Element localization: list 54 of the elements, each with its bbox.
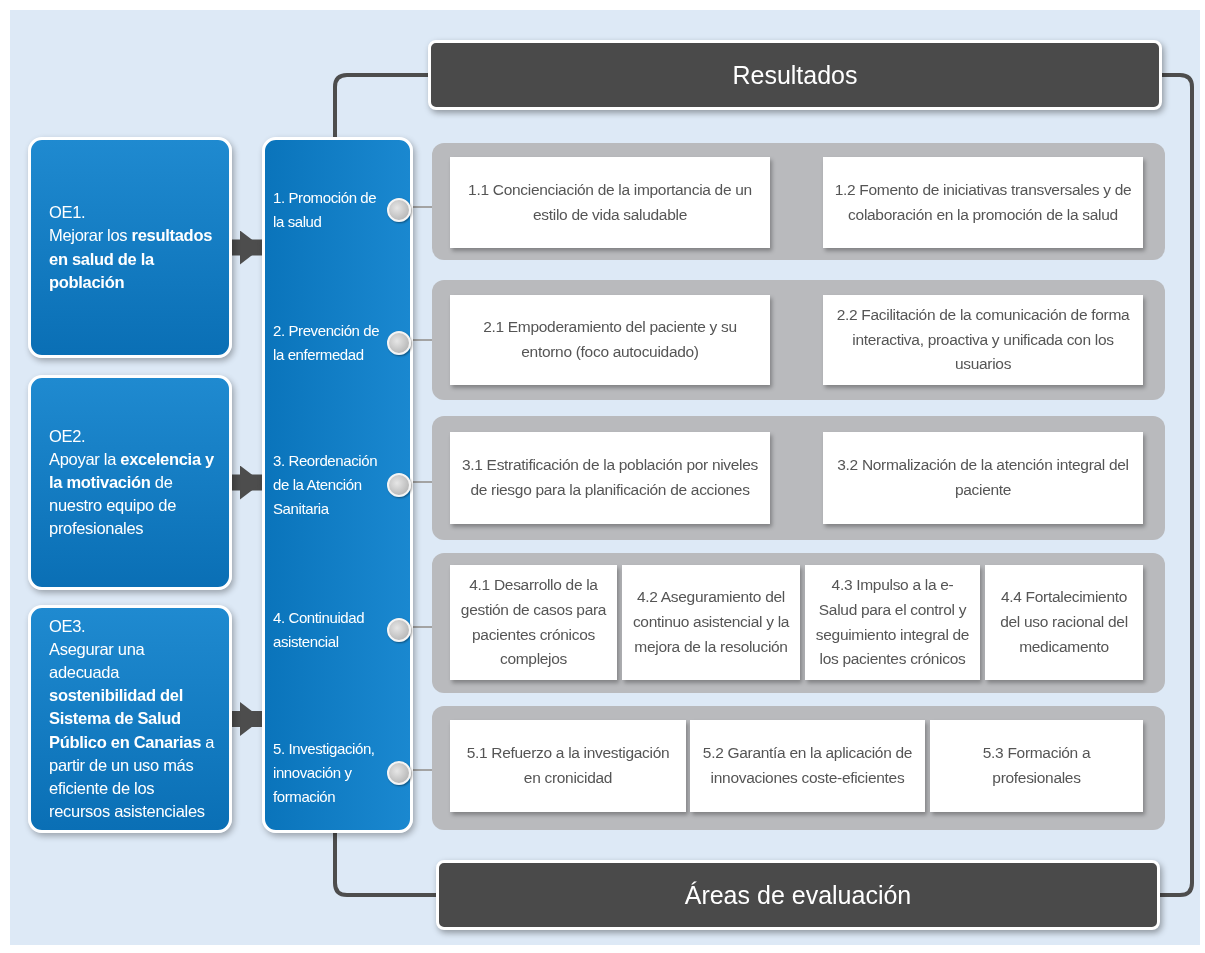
- bracket-line: [1160, 73, 1194, 897]
- strategy-line-label: 2. Prevención de la enfermedad: [273, 321, 381, 365]
- action-box: [985, 565, 1143, 680]
- action-text: 1.1 Concienciación de la importancia de un estilo de vida saludable: [467, 179, 753, 225]
- action-box: [450, 720, 686, 812]
- action-box: [823, 157, 1143, 248]
- action-text: 5.1 Refuerzo a la investigación en cronicidad: [465, 743, 671, 788]
- action-group-panel: [432, 706, 1165, 830]
- action-text: 5.3 Formación a profesionales: [981, 743, 1092, 788]
- action-group-panel: [432, 143, 1165, 260]
- objective-text: Asegurar una adecuada sostenibilidad del Sistema de Salud Público en Canarias a partir de un uso más eficiente de los recursos asistenciales: [49, 639, 215, 822]
- action-text: 3.2 Normalización de la atención integral del paciente: [836, 455, 1130, 500]
- action-box: [622, 565, 800, 680]
- header-title: Resultados: [732, 60, 858, 90]
- action-box: [690, 720, 925, 812]
- action-box: [930, 720, 1143, 812]
- action-box: [805, 565, 980, 680]
- action-text: 3.1 Estratificación de la población por niveles de riesgo para la planificación de acciones: [460, 455, 760, 500]
- action-box: [450, 432, 770, 524]
- objective-code: OE1.: [49, 202, 87, 224]
- header-bar: [428, 40, 1162, 110]
- objective-code: OE3.: [49, 616, 87, 638]
- action-box: [823, 295, 1143, 385]
- block-arrow: [232, 702, 262, 736]
- action-group-panel: [432, 416, 1165, 540]
- action-group-panel: [432, 280, 1165, 400]
- strategy-column: [262, 137, 413, 833]
- strategy-line-label: 1. Promoción de la salud: [273, 188, 378, 232]
- action-text: 1.2 Fomento de iniciativas transversales y de colaboración en la promoción de la salud: [833, 179, 1133, 225]
- action-group-panel: [432, 553, 1165, 693]
- objective-card: [28, 605, 232, 833]
- action-text: 4.2 Aseguramiento del continuo asistencial y la mejora de la resolución: [631, 587, 791, 657]
- action-box: [450, 157, 770, 248]
- objective-text: Mejorar los resultados en salud de la población: [49, 225, 214, 293]
- block-arrow: [232, 465, 262, 500]
- action-text: 2.2 Facilitación de la comunicación de forma interactiva, proactiva y unificada con los usuarios: [835, 304, 1131, 375]
- action-text: 4.3 Impulso a la e-Salud para el control y seguimiento integral de los pacientes crónicos: [814, 574, 971, 670]
- objective-text: Apoyar la excelencia y la motivación de nuestro equipo de profesionales: [49, 448, 215, 540]
- action-text: 5.2 Garantía en la aplicación de innovaciones coste-eficientes: [701, 743, 914, 788]
- action-box: [450, 295, 770, 385]
- strategy-line-label: 4. Continuidad asistencial: [273, 608, 366, 652]
- action-box: [450, 565, 617, 680]
- strategy-line-label: 3. Reordenación de la Atención Sanitaria: [273, 451, 379, 519]
- header-title: Áreas de evaluación: [684, 880, 912, 910]
- objective-card: [28, 375, 232, 590]
- objective-card: [28, 137, 232, 358]
- action-text: 2.1 Empoderamiento del paciente y su entorno (foco autocuidado): [482, 317, 738, 362]
- block-arrow: [232, 230, 262, 265]
- action-box: [823, 432, 1143, 524]
- header-bar: [436, 860, 1160, 930]
- objective-code: OE2.: [49, 425, 87, 447]
- strategy-line-label: 5. Investigación, innovación y formación: [273, 739, 376, 807]
- action-text: 4.1 Desarrollo de la gestión de casos para pacientes crónicos complejos: [459, 574, 608, 670]
- action-text: 4.4 Fortalecimiento del uso racional del medicamento: [999, 587, 1129, 657]
